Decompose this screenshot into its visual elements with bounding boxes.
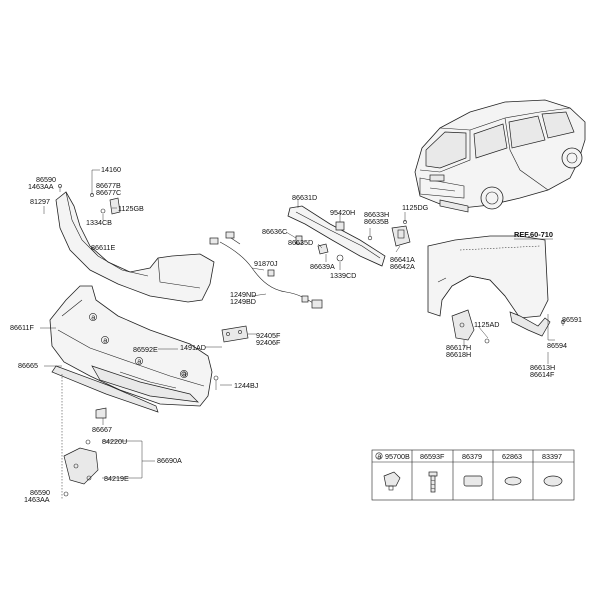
callout-14160: 14160 <box>101 165 121 174</box>
callout-86590-lower: 86590 <box>30 488 50 497</box>
bumper-cover-upper <box>55 184 215 303</box>
callout-86677C: 86677C <box>96 188 121 197</box>
legend-header-2: 86593F <box>420 452 445 461</box>
svg-text:a: a <box>377 451 381 460</box>
marker-a-3 <box>135 357 143 365</box>
callout-86613H: 86613H <box>530 363 555 372</box>
guide-86613H <box>509 311 551 337</box>
callout-86636C: 86636C <box>262 227 287 236</box>
svg-text:a: a <box>182 370 186 379</box>
legend-header-1: 95700B <box>385 452 410 461</box>
callout-86617H: 86617H <box>446 343 471 352</box>
callout-86611F: 86611F <box>10 323 34 332</box>
callout-1491AD: 1491AD <box>180 343 206 352</box>
legend-header-5: 83397 <box>542 452 562 461</box>
callout-86635B: 86635B <box>364 217 389 226</box>
callout-92405F: 92405F <box>256 331 281 340</box>
svg-text:a: a <box>137 357 141 366</box>
marker-a-1 <box>89 313 97 321</box>
callout-1334CB: 1334CB <box>86 218 112 227</box>
bumper-cover-lower <box>49 285 219 419</box>
clip-icon <box>383 471 401 491</box>
marker-a-4 <box>180 370 188 378</box>
grommet-icon <box>543 475 563 487</box>
callout-1125AD: 1125AD <box>474 320 499 329</box>
legend-header-3: 86379 <box>462 452 482 461</box>
callout-labels: 86590 1463AA 14160 86677B 86677C 81297 1… <box>10 165 582 504</box>
callout-86677B: 86677B <box>96 181 121 190</box>
callout-81297: 81297 <box>30 197 50 206</box>
callout-1463AA: 1463AA <box>28 182 54 191</box>
callout-86690A: 86690A <box>157 456 182 465</box>
callout-86631D: 86631D <box>292 193 317 202</box>
callout-1125DG: 1125DG <box>402 203 429 212</box>
callout-86592E: 86592E <box>133 345 158 354</box>
callout-ref: REF.60-710 <box>514 230 553 239</box>
bracket-86617H <box>451 309 475 341</box>
callout-86591: 86591 <box>562 315 582 324</box>
marker-a-2 <box>101 336 109 344</box>
callout-86641A: 86641A <box>390 255 415 264</box>
callout-84219E: 84219E <box>104 474 129 483</box>
svg-text:a: a <box>91 313 95 322</box>
vehicle-illustration <box>414 99 586 213</box>
callout-86611E: 86611E <box>91 243 115 252</box>
callout-86590: 86590 <box>36 175 56 184</box>
callout-92406F: 92406F <box>256 338 281 347</box>
wiring-harness <box>209 231 323 343</box>
legend-header-4: 62863 <box>502 452 522 461</box>
callout-86667: 86667 <box>92 425 112 434</box>
callout-1463AA-lower: 1463AA <box>24 495 50 504</box>
rear-beam <box>287 205 411 267</box>
svg-text:a: a <box>103 336 107 345</box>
leader-lines <box>40 169 564 479</box>
callout-1249BD: 1249BD <box>230 297 256 306</box>
marker-a-group: a a a a <box>89 313 188 379</box>
callout-95420H: 95420H <box>330 208 355 217</box>
pad-icon <box>463 475 483 487</box>
callout-86618H: 86618H <box>446 350 471 359</box>
callout-1339CD: 1339CD <box>330 271 356 280</box>
legend-table: a 95700B 86593F 86379 62863 83397 <box>371 449 575 501</box>
callout-86639A: 86639A <box>310 262 335 271</box>
bracket-86690A <box>63 439 99 497</box>
plug-icon <box>504 476 522 486</box>
skid-plate-86665 <box>51 365 159 413</box>
callout-86635D: 86635D <box>288 238 313 247</box>
callout-91870J: 91870J <box>254 259 278 268</box>
callout-84220U: 84220U <box>102 437 127 446</box>
quarter-panel-reference: REF.60-710 <box>427 230 553 319</box>
screw-icon <box>428 471 438 493</box>
callout-86665: 86665 <box>18 361 38 370</box>
callout-1244BJ: 1244BJ <box>234 381 259 390</box>
callout-86642A: 86642A <box>390 262 415 271</box>
callout-86614F: 86614F <box>530 370 555 379</box>
legend-marker-a <box>375 452 383 460</box>
callout-1125GB: 1125GB <box>118 204 144 213</box>
callout-86633H: 86633H <box>364 210 389 219</box>
callout-1249ND: 1249ND <box>230 290 256 299</box>
callout-86594: 86594 <box>547 341 567 350</box>
